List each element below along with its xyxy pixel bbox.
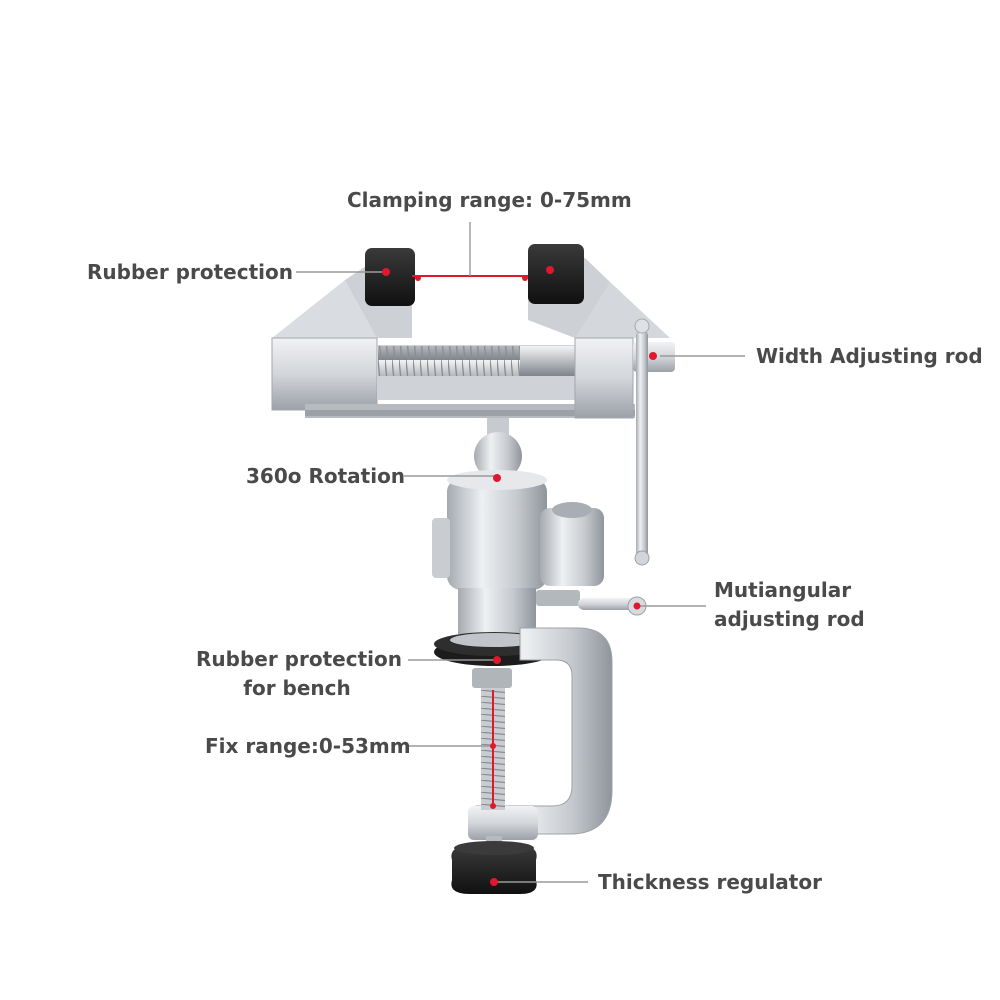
label-width-adjusting-rod: Width Adjusting rod — [756, 344, 983, 368]
label-thickness-regulator: Thickness regulator — [598, 870, 822, 894]
label-rubber-protection-bench: Rubber protection for bench — [196, 645, 402, 703]
label-mutiangular-line1: Mutiangular — [714, 578, 852, 602]
label-mutiangular-adjusting-rod: Mutiangular adjusting rod — [714, 576, 865, 634]
label-bench-line1: Rubber protection — [196, 647, 402, 671]
label-fix-range: Fix range:0-53mm — [205, 734, 411, 758]
red-dot-marker-icon — [382, 266, 657, 886]
mutiangular-adjusting-rod — [536, 590, 647, 616]
label-rubber-protection: Rubber protection — [87, 260, 293, 284]
c-clamp — [434, 627, 613, 840]
rotation-joint — [432, 418, 604, 634]
label-bench-line2: for bench — [243, 676, 351, 700]
vise-head — [271, 222, 670, 419]
label-mutiangular-line2: adjusting rod — [714, 607, 865, 631]
width-adjusting-rod — [633, 318, 675, 566]
label-clamping-range: Clamping range: 0-75mm — [347, 188, 632, 212]
label-rotation: 360o Rotation — [246, 464, 406, 488]
leader-lines — [296, 271, 745, 883]
